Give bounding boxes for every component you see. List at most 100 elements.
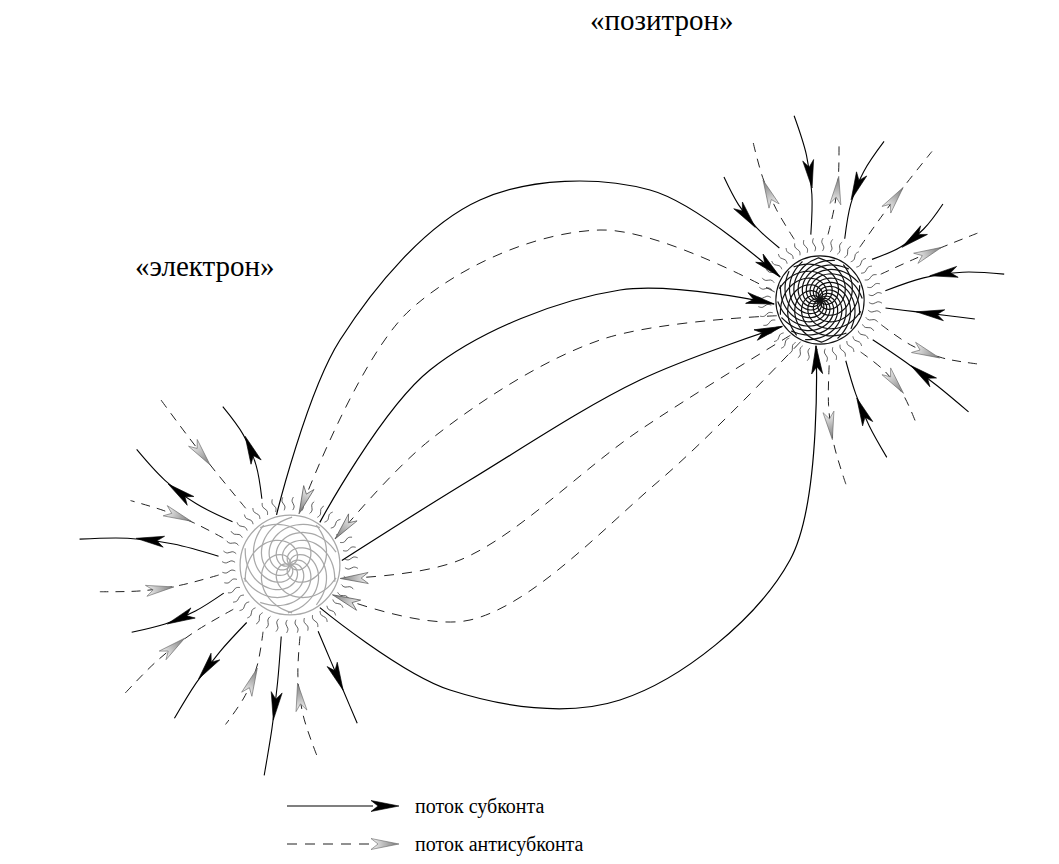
- subcont-ray: [137, 449, 233, 521]
- fringe: [276, 619, 279, 632]
- fringe: [231, 531, 242, 537]
- particle-circle: [774, 254, 866, 346]
- fringe: [237, 522, 247, 530]
- fringe: [803, 240, 807, 253]
- flow-arrowhead: [929, 266, 958, 281]
- swirl: [818, 258, 845, 310]
- antisubcont-ray: [123, 609, 233, 695]
- fringe: [847, 341, 854, 352]
- fringe: [331, 519, 341, 528]
- fringe: [758, 296, 771, 298]
- flow-arrowhead: [852, 396, 873, 426]
- flow-arrowhead: [823, 411, 838, 440]
- swirl: [780, 278, 826, 315]
- fringe: [222, 561, 235, 563]
- fringe: [282, 497, 285, 510]
- particle-node: «позитрон»: [774, 254, 866, 346]
- fringe: [226, 541, 238, 546]
- subcont-flow: [320, 288, 774, 522]
- fringe: [832, 347, 836, 360]
- flow-arrowhead: [194, 653, 220, 682]
- flow-arrowhead: [758, 178, 779, 208]
- legend-arrowhead: [371, 801, 399, 812]
- fringe: [772, 261, 782, 269]
- flow-arrowhead: [240, 434, 261, 464]
- fringe: [807, 348, 810, 361]
- particle-node: «электрон»: [238, 513, 342, 617]
- fringe: [340, 537, 352, 542]
- antisubcont-ray: [861, 352, 916, 423]
- fringe: [853, 336, 862, 346]
- fringe: [813, 238, 816, 251]
- fringe: [244, 515, 253, 525]
- legend-arrowhead: [371, 839, 399, 850]
- fringe: [798, 346, 803, 358]
- legend-row: поток субконта: [283, 793, 544, 819]
- subcont-ray: [845, 141, 884, 238]
- fringe: [837, 242, 842, 254]
- flow-arrowhead: [803, 160, 818, 189]
- flow-arrowhead: [911, 342, 941, 363]
- fringe: [858, 331, 868, 339]
- fringe: [292, 497, 294, 510]
- antisubcont-ray: [860, 151, 932, 247]
- particle-field: [80, 398, 358, 775]
- swirl: [260, 524, 311, 570]
- flow-arrowhead: [327, 662, 348, 692]
- fringe: [840, 345, 845, 357]
- flow-arrowhead: [914, 242, 944, 263]
- particle-label: «позитрон»: [590, 4, 734, 37]
- flow-arrowhead: [882, 368, 908, 397]
- antisubcont-ray: [881, 325, 978, 364]
- fringe: [262, 503, 267, 515]
- antisubcont-flow: [299, 230, 775, 514]
- fringe: [304, 618, 308, 631]
- particle-circle: [238, 513, 342, 617]
- flow-arrowhead: [189, 440, 215, 469]
- flow-arrowhead: [899, 226, 928, 252]
- fringe: [256, 613, 262, 624]
- flow-arrowhead: [159, 634, 188, 660]
- legend-label: поток антисубконта: [415, 833, 583, 856]
- fringe: [253, 508, 260, 519]
- flow-arrowhead: [846, 172, 867, 202]
- legend-label: поток субконта: [415, 795, 544, 818]
- fringe: [247, 608, 255, 618]
- fringe: [824, 349, 827, 362]
- subcont-ray: [174, 623, 246, 719]
- subcont-ray: [318, 631, 357, 723]
- legend-row: поток антисубконта: [283, 831, 583, 857]
- particle-outline: [776, 256, 864, 344]
- particle-field: [724, 116, 1004, 484]
- fringe: [233, 595, 244, 602]
- fringe: [333, 600, 343, 608]
- fringe: [266, 616, 271, 628]
- fringe: [868, 310, 881, 313]
- flow-arrowhead: [268, 692, 282, 721]
- antisubcont-flow: [333, 342, 801, 622]
- antisubcont-ray: [131, 501, 224, 538]
- fringe: [867, 283, 880, 287]
- swirl: [802, 296, 847, 336]
- swirl: [779, 271, 832, 301]
- legend-sample: [283, 793, 403, 819]
- legend-line: [287, 805, 373, 806]
- flow-arrowhead: [830, 176, 844, 205]
- fringe: [286, 620, 288, 633]
- antisubcont-flow: [340, 335, 790, 578]
- subcont-flow: [277, 181, 781, 515]
- fringe: [228, 587, 240, 592]
- subcont-flow: [342, 326, 783, 560]
- flow-arrowhead: [163, 506, 193, 527]
- legend-sample: [283, 831, 403, 857]
- flow-arrowhead: [135, 533, 164, 547]
- flow-arrowhead: [292, 682, 307, 711]
- swirl: [276, 564, 336, 598]
- swirl: [287, 525, 326, 582]
- fringe: [778, 254, 787, 264]
- fringe: [869, 302, 882, 304]
- fringe: [862, 324, 873, 330]
- fringe: [272, 499, 276, 512]
